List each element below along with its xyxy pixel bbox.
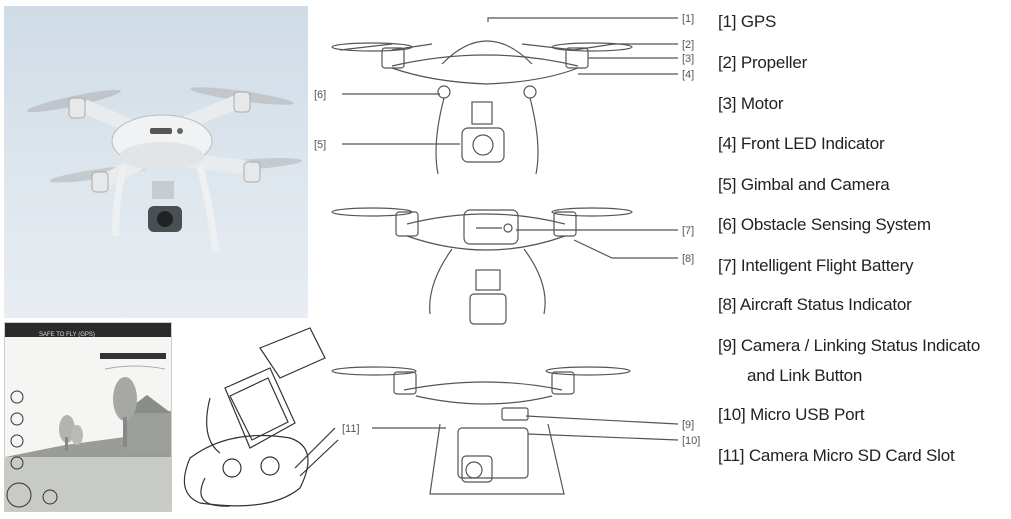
remote-controller-illustration xyxy=(170,318,340,514)
legend-item-front-led: [4] Front LED Indicator xyxy=(718,134,885,153)
callout-11: [11] xyxy=(342,423,360,435)
legend-item-gimbal-camera: [5] Gimbal and Camera xyxy=(718,175,890,194)
drone-technical-diagram: [1] [2] [3] [4] [6] [5] [7] [8] [11] [9]… xyxy=(312,4,714,512)
callout-5: [5] xyxy=(314,139,326,151)
callout-2: [2] xyxy=(682,39,694,51)
app-status-bar: SAFE TO FLY (GPS) xyxy=(5,323,171,338)
callout-7: [7] xyxy=(682,225,694,237)
app-status-text: SAFE TO FLY (GPS) xyxy=(39,332,95,338)
callout-6: [6] xyxy=(314,89,326,101)
drone-photo xyxy=(4,6,308,318)
legend-item-obstacle-sensing: [6] Obstacle Sensing System xyxy=(718,215,931,234)
legend-item-micro-usb: [10] Micro USB Port xyxy=(718,405,865,424)
component-legend: [1] GPS [2] Propeller [3] Motor [4] Fron… xyxy=(718,8,1011,508)
legend-item-propeller: [2] Propeller xyxy=(718,53,808,72)
legend-item-link-button: and Link Button xyxy=(747,366,863,385)
legend-item-gps: [1] GPS xyxy=(718,12,777,31)
callout-4: [4] xyxy=(682,69,694,81)
app-screen-mockup: SAFE TO FLY (GPS) xyxy=(4,322,172,512)
callout-9: [9] xyxy=(682,419,694,431)
legend-item-status-indicator: [8] Aircraft Status Indicator xyxy=(718,295,912,314)
legend-item-sd-slot: [11] Camera Micro SD Card Slot xyxy=(718,446,955,465)
legend-item-flight-battery: [7] Intelligent Flight Battery xyxy=(718,256,914,275)
legend-item-motor: [3] Motor xyxy=(718,94,784,113)
callout-8: [8] xyxy=(682,253,694,265)
callout-1: [1] xyxy=(682,13,694,25)
callout-3: [3] xyxy=(682,53,694,65)
legend-item-link-status: [9] Camera / Linking Status Indicato xyxy=(718,336,981,355)
callout-10: [10] xyxy=(682,435,700,447)
